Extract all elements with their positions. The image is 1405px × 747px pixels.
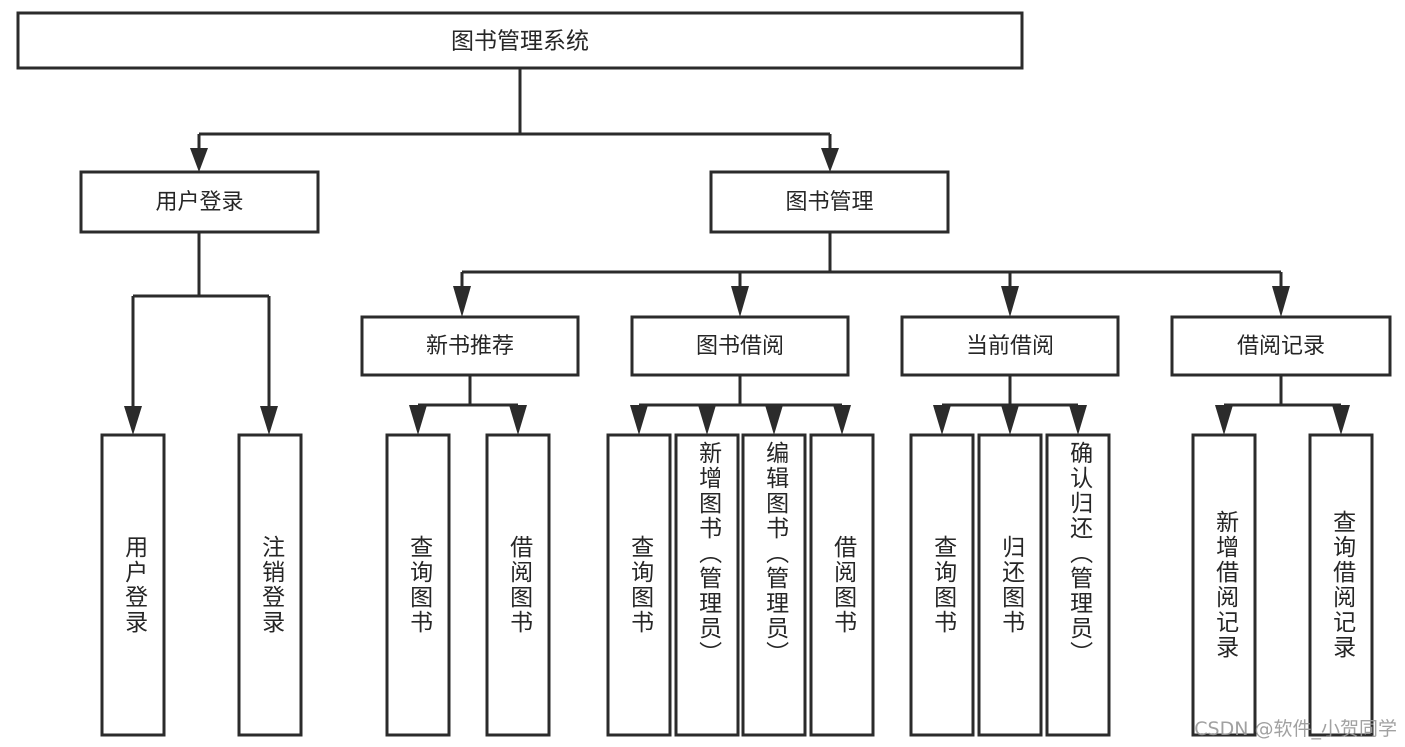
node-layer: 图书管理系统 用户登录 图书管理 新书推荐 图书借阅	[16, 11, 1392, 737]
arrow-to-new-book-recommend	[453, 286, 471, 317]
node-current-borrow-label: 当前借阅	[966, 334, 1054, 359]
arrow-leaf-user-login-2	[260, 406, 278, 435]
arrow-leaf-current-borrow-1	[933, 405, 951, 435]
arrow-leaf-book-borrow-4	[833, 405, 851, 435]
node-current-borrow[interactable]: 当前借阅	[900, 315, 1120, 377]
leaf-box-book-borrow-4[interactable]	[809, 433, 875, 737]
node-root-label: 图书管理系统	[451, 29, 589, 55]
node-current-borrow-box[interactable]	[900, 315, 1120, 377]
node-root[interactable]: 图书管理系统	[16, 11, 1024, 70]
leaf-box-current-borrow-2[interactable]	[977, 433, 1043, 737]
arrow-leaf-new-book-1	[409, 405, 427, 435]
node-user-login-label: 用户登录	[155, 190, 243, 215]
leaf-box-new-book-2[interactable]	[485, 433, 551, 737]
node-book-manage-box[interactable]	[709, 170, 950, 234]
node-root-box[interactable]	[16, 11, 1024, 70]
arrow-leaf-book-borrow-2	[698, 405, 716, 435]
node-book-manage[interactable]: 图书管理	[709, 170, 950, 234]
arrow-leaf-current-borrow-2	[1001, 405, 1019, 435]
node-new-book-recommend-box[interactable]	[360, 315, 580, 377]
node-book-manage-label: 图书管理	[785, 190, 873, 215]
leaf-box-borrow-record-2[interactable]	[1308, 433, 1374, 737]
arrow-to-book-manage	[821, 148, 839, 172]
arrow-leaf-book-borrow-3	[765, 405, 783, 435]
leaf-box-borrow-record-1[interactable]	[1191, 433, 1257, 737]
arrow-leaf-new-book-2	[509, 405, 527, 435]
node-book-borrow-label: 图书借阅	[696, 334, 784, 359]
leaf-box-book-borrow-1[interactable]	[606, 433, 672, 737]
watermark-text: CSDN @软件_小贺同学	[1194, 718, 1397, 740]
node-new-book-recommend-label: 新书推荐	[426, 334, 514, 359]
arrow-leaf-book-borrow-1	[630, 405, 648, 435]
node-borrow-record-box[interactable]	[1170, 315, 1392, 377]
leaf-box-new-book-1[interactable]	[385, 433, 451, 737]
node-user-login-box[interactable]	[79, 170, 320, 234]
leaf-box-user-login-2[interactable]	[237, 433, 303, 737]
connector-layer	[124, 68, 1350, 435]
arrow-to-book-borrow	[731, 286, 749, 317]
arrow-leaf-user-login-1	[124, 406, 142, 435]
node-borrow-record[interactable]: 借阅记录	[1170, 315, 1392, 377]
node-book-borrow[interactable]: 图书借阅	[630, 315, 850, 377]
arrow-leaf-borrow-record-2	[1332, 405, 1350, 435]
arrow-to-current-borrow	[1001, 286, 1019, 317]
node-book-borrow-box[interactable]	[630, 315, 850, 377]
arrow-leaf-borrow-record-1	[1215, 405, 1233, 435]
node-user-login[interactable]: 用户登录	[79, 170, 320, 234]
leaf-box-current-borrow-3[interactable]	[1045, 433, 1111, 737]
leaf-box-current-borrow-1[interactable]	[909, 433, 975, 737]
leaf-box-book-borrow-3[interactable]	[741, 433, 807, 737]
leaf-box-book-borrow-2[interactable]	[674, 433, 740, 737]
arrow-leaf-current-borrow-3	[1069, 405, 1087, 435]
node-new-book-recommend[interactable]: 新书推荐	[360, 315, 580, 377]
leaf-box-user-login-1[interactable]	[100, 433, 166, 737]
arrow-to-borrow-record	[1272, 286, 1290, 317]
arrow-to-user-login	[190, 148, 208, 172]
node-borrow-record-label: 借阅记录	[1237, 334, 1325, 359]
